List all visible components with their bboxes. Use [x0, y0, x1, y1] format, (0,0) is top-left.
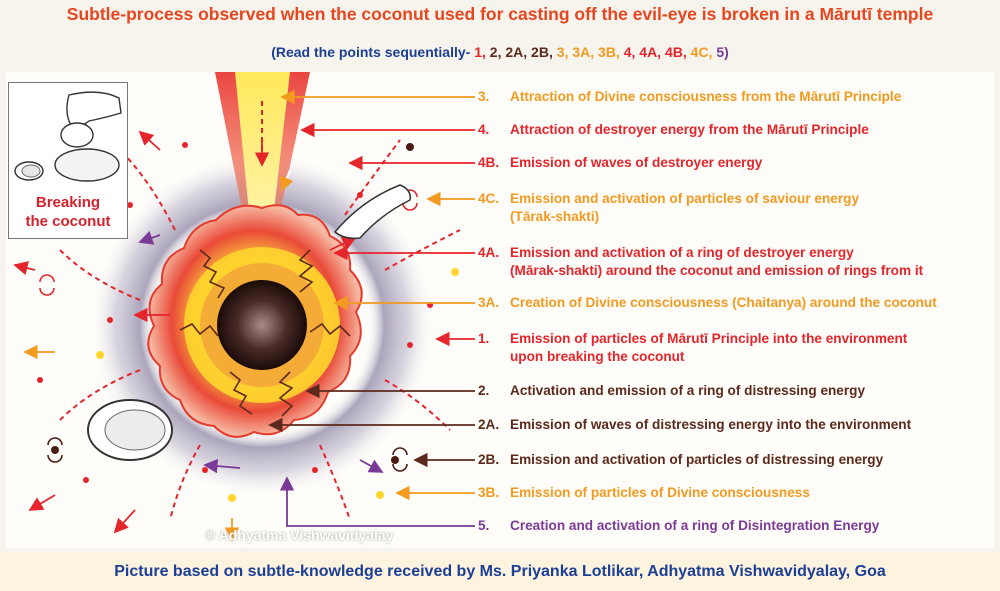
label-number: 4C.: [478, 191, 500, 206]
label-continuation: (Tārak-shakti): [510, 209, 600, 224]
label-text: Emission of particles of Divine consciou…: [510, 485, 810, 500]
label-number: 4B.: [478, 155, 500, 170]
reading-sequence-items: 1, 2, 2A, 2B, 3, 3A, 3B, 4, 4A, 4B, 4C, …: [474, 44, 729, 60]
divine-consciousness-beam: [235, 72, 290, 262]
label-1: 1. Emission of particles of Mārutī Princi…: [478, 330, 907, 366]
label-number: 2.: [478, 383, 490, 398]
label-text: Attraction of destroyer energy from the …: [510, 122, 869, 137]
inset-caption-line2: the coconut: [25, 213, 111, 230]
label-number: 3A.: [478, 295, 500, 310]
attribution-footer: Picture based on subtle-knowledge receiv…: [0, 552, 1000, 591]
label-text: Creation of Divine consciousness (Chaita…: [510, 295, 937, 310]
distressing-particle-swirls: [47, 437, 408, 472]
label-text: Emission and activation of a ring of des…: [510, 245, 854, 260]
inset-caption-line1: Breaking: [35, 194, 101, 211]
label-2a: 2A. Emission of waves of distressing ener…: [478, 416, 911, 434]
sequence-item: 4,: [619, 44, 636, 60]
coconut-shell-half: [87, 399, 173, 461]
label-number: 4.: [478, 122, 490, 137]
sequence-item: 2A,: [501, 44, 528, 60]
label-number: 2A.: [478, 417, 500, 432]
label-3b: 3B. Emission of particles of Divine consc…: [478, 484, 810, 502]
sequence-item: 3B,: [594, 44, 620, 60]
sequence-item: 3A,: [568, 44, 595, 60]
sequence-item: 2,: [485, 44, 502, 60]
diagram-title: Subtle-process observed when the coconut…: [66, 4, 934, 24]
label-number: 4A.: [478, 245, 500, 260]
sequence-item: 4C,: [686, 44, 713, 60]
reading-sequence: (Read the points sequentially- 1, 2, 2A,…: [0, 44, 1000, 60]
label-number: 3B.: [478, 485, 500, 500]
broken-coconut-core: [217, 280, 307, 370]
label-5: 5. Creation and activation of a ring of D…: [478, 517, 879, 535]
label-number: 5.: [478, 518, 490, 533]
label-4b: 4B. Emission of waves of destroyer energy: [478, 154, 762, 172]
label-number: 2B.: [478, 452, 500, 467]
label-3a: 3A. Creation of Divine consciousness (Cha…: [478, 294, 937, 312]
label-4: 4. Attraction of destroyer energy from th…: [478, 121, 869, 139]
label-text: Emission and activation of particles of …: [510, 452, 884, 467]
label-text: Attraction of Divine consciousness from …: [510, 89, 902, 104]
reading-sequence-prefix: (Read the points sequentially-: [271, 44, 471, 60]
sequence-item: 2B,: [527, 44, 553, 60]
label-number: 3.: [478, 89, 490, 104]
sequence-item: 4A,: [635, 44, 662, 60]
label-2: 2. Activation and emission of a ring of d…: [478, 382, 865, 400]
label-text: Emission of particles of Mārutī Principl…: [510, 331, 908, 346]
sequence-item: 1,: [474, 44, 486, 60]
breaking-coconut-inset: Breaking the coconut: [8, 82, 128, 239]
inset-caption: Breaking the coconut: [9, 193, 127, 231]
label-4c: 4C. Emission and activation of particles …: [478, 190, 859, 226]
distressing-waves: [179, 249, 351, 417]
label-number: 1.: [478, 331, 490, 346]
label-continuation: (Mārak-shakti) around the coconut and em…: [510, 263, 924, 278]
maruti-particle-trails: [59, 100, 461, 521]
hand-outline: [333, 184, 412, 240]
outgoing-arrows: [13, 130, 384, 542]
saviour-particle-swirls: [39, 189, 418, 296]
label-leader-lines: [268, 89, 475, 527]
label-continuation: upon breaking the coconut: [510, 349, 685, 364]
sequence-item: 3,: [552, 44, 569, 60]
energy-particles: [37, 142, 459, 502]
label-text: Emission and activation of particles of …: [510, 191, 860, 206]
label-3: 3. Attraction of Divine consciousness fro…: [478, 88, 901, 106]
label-text: Emission of waves of destroyer energy: [510, 155, 763, 170]
label-text: Creation and activation of a ring of Dis…: [510, 518, 880, 533]
copyright-watermark: © Adhyatma Vishwavidyalay: [205, 527, 394, 543]
label-text: Activation and emission of a ring of dis…: [510, 383, 866, 398]
sequence-item: 5): [712, 44, 729, 60]
label-4a: 4A. Emission and activation of a ring of …: [478, 244, 923, 280]
label-text: Emission of waves of distressing energy …: [510, 417, 912, 432]
breaking-coconut-illustration: [14, 91, 122, 182]
label-2b: 2B. Emission and activation of particles …: [478, 451, 883, 469]
sequence-item: 4B,: [661, 44, 687, 60]
